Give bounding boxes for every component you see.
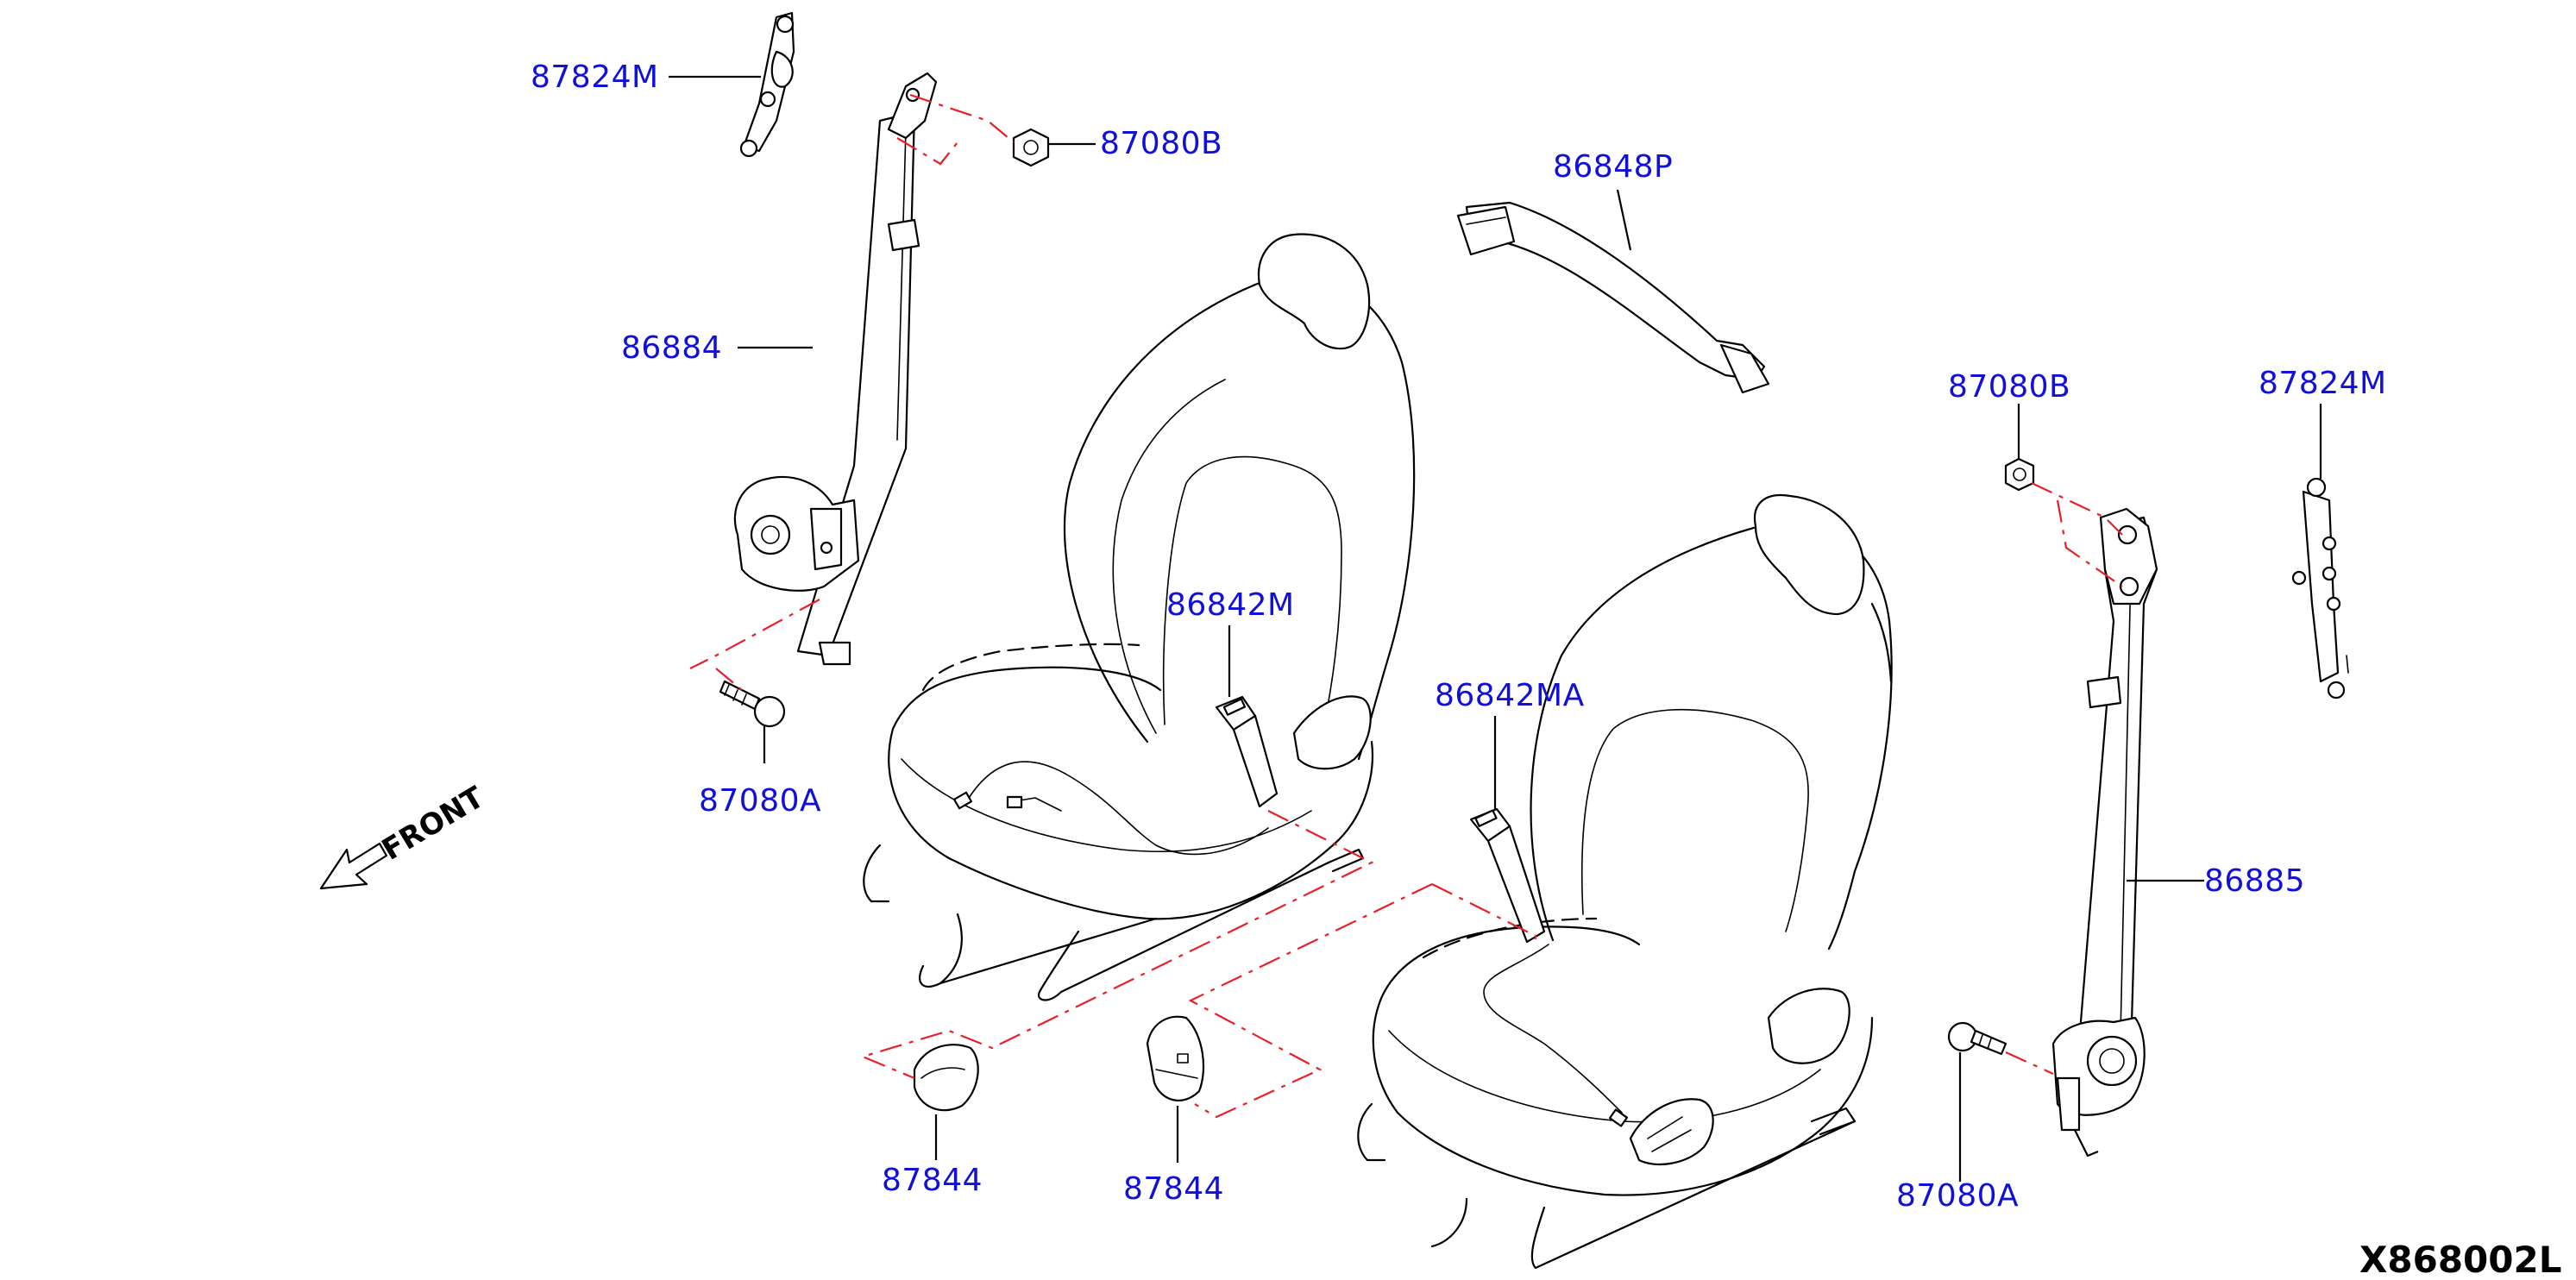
- callout-nut-right: 87080B: [1948, 369, 2070, 405]
- callout-cover-left: 87844: [882, 1163, 983, 1198]
- leader-lines: [669, 75, 2322, 1182]
- right-front-seat: [1357, 493, 1893, 1270]
- right-buckle-cover: [1146, 1015, 1205, 1101]
- assembly-reference-lines: [689, 93, 2123, 1119]
- diagram-code: X868002L: [2359, 1239, 2562, 1280]
- callout-bolt-right: 87080A: [1896, 1178, 2019, 1214]
- front-label: FRONT: [376, 780, 491, 868]
- right-front-belt-assembly: [2051, 507, 2158, 1158]
- left-buckle-cover: [913, 1044, 979, 1112]
- front-arrow-icon: [319, 842, 388, 890]
- part-callouts: 87824M 87080B 86884 87080A 86848P 87080B…: [531, 60, 2387, 1214]
- callout-buckle-left: 86842M: [1166, 587, 1295, 623]
- callout-belt-front-right: 86885: [2204, 863, 2305, 899]
- left-front-belt-assembly: [733, 72, 938, 666]
- callout-nut-left: 87080B: [1100, 126, 1222, 161]
- callout-belt-rear-center: 86848P: [1553, 149, 1673, 185]
- callout-cover-right: 87844: [1123, 1171, 1224, 1207]
- right-bolt: [1947, 1021, 2007, 1056]
- left-bolt: [719, 680, 786, 728]
- callout-buckle-right: 86842MA: [1435, 678, 1585, 713]
- callout-belt-front-left: 86884: [621, 330, 722, 366]
- front-direction-indicator: FRONT: [319, 780, 491, 890]
- left-height-adjuster-bracket: [739, 11, 795, 158]
- left-front-seat: [863, 233, 1416, 1001]
- right-height-adjuster-bracket: [2291, 477, 2349, 700]
- rear-center-belt: [1456, 201, 1770, 394]
- callout-bracket-right: 87824M: [2259, 366, 2387, 401]
- right-nut: [2004, 457, 2035, 492]
- callout-bracket-left: 87824M: [531, 60, 659, 95]
- callout-bolt-left: 87080A: [699, 783, 821, 819]
- left-nut: [1012, 128, 1050, 167]
